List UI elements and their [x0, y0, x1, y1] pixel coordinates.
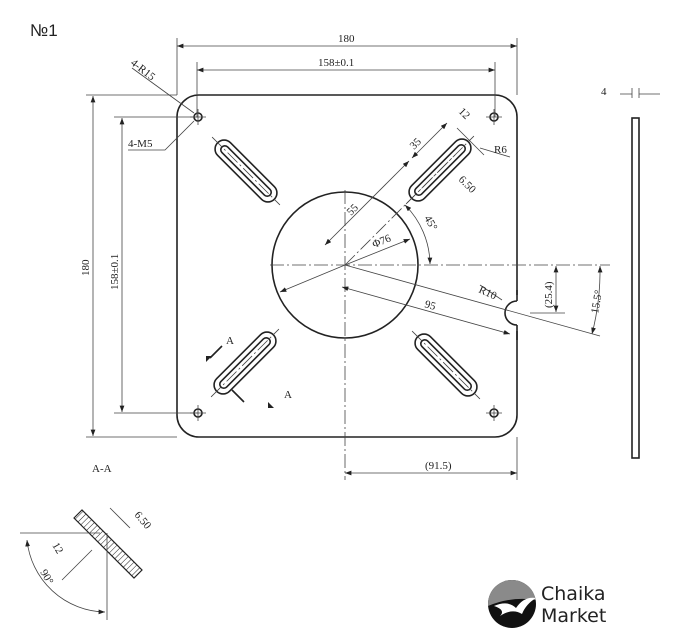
- label-phi76: Φ76: [371, 232, 394, 250]
- label-45deg: 45°: [421, 214, 439, 233]
- chaika-market-logo: Chaika Market: [488, 580, 606, 628]
- dim-158-left: 158±0.1: [109, 254, 121, 290]
- logo-line-1: Chaika: [541, 583, 606, 605]
- section-angle: 90°: [37, 568, 55, 587]
- section-label: A-A: [92, 463, 112, 475]
- label-4-r15: 4-R15: [128, 57, 157, 84]
- dim-180-left: 180: [80, 259, 92, 276]
- section-inner-width: 6.50: [132, 509, 154, 532]
- label-15-5deg: 15.5°: [589, 289, 605, 314]
- dimension-lines: [86, 38, 660, 480]
- section-width: 12: [49, 541, 65, 557]
- side-view: [631, 117, 640, 459]
- section-a-a: [20, 507, 143, 620]
- label-r6: R6: [494, 144, 507, 156]
- label-6-50: 6.50: [456, 174, 478, 196]
- label-95: 95: [423, 298, 437, 313]
- label-thickness: 4: [601, 86, 607, 98]
- logo-line-2: Market: [541, 605, 606, 627]
- label-25-4: (25.4): [543, 281, 555, 308]
- dim-180-top: 180: [338, 33, 355, 45]
- label-55: 55: [345, 202, 362, 219]
- dim-158-top: 158±0.1: [318, 57, 354, 69]
- label-35: 35: [408, 136, 425, 153]
- section-marker-bottom: A: [284, 389, 292, 401]
- label-12: 12: [456, 106, 472, 122]
- slots: [210, 135, 481, 400]
- label-r10: R10: [477, 284, 499, 303]
- label-91-5: (91.5): [425, 460, 452, 472]
- section-marker-top: A: [226, 335, 234, 347]
- label-4-m5: 4-M5: [128, 138, 153, 150]
- drawing-number: №1: [30, 21, 58, 40]
- plate-outline: [176, 94, 518, 438]
